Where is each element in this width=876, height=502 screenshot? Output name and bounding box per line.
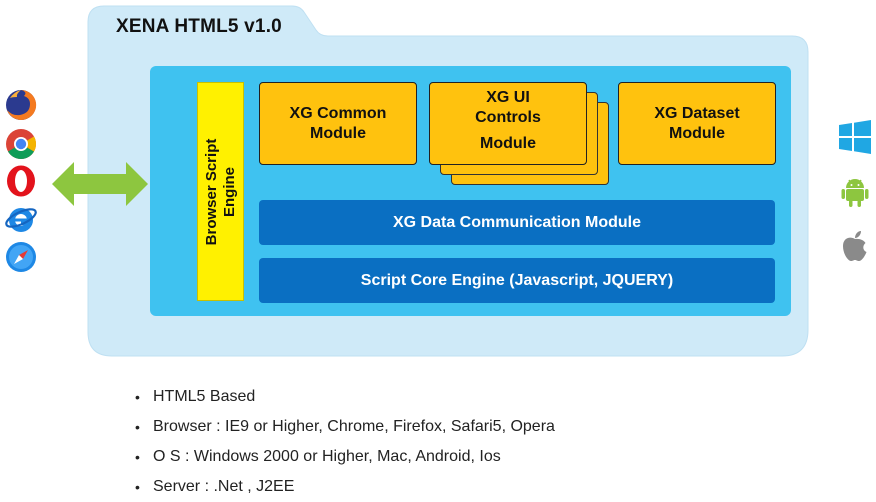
data-communication-module: XG Data Communication Module [259,200,775,245]
list-item: Server : .Net , J2EE [135,472,555,502]
xg-dataset-module: XG Dataset Module [618,82,776,165]
engine-label: Browser Script Engine [203,138,239,245]
feature-list: HTML5 Based Browser : IE9 or Higher, Chr… [135,382,555,502]
apple-icon [843,231,867,261]
ui-line2: Controls [475,109,541,126]
android-icon [841,179,869,207]
engine-label-line1: Browser Script [202,138,220,245]
diagram-title: XENA HTML5 v1.0 [116,16,282,37]
firefox-icon [6,89,37,120]
dataset-line2: Module [669,124,725,142]
common-line1: XG Common [289,104,387,122]
ui-line3: Module [480,135,536,152]
list-item: Browser : IE9 or Higher, Chrome, Firefox… [135,412,555,442]
engine-label-line2: Engine [220,166,238,217]
windows-icon [839,120,871,154]
list-item: O S : Windows 2000 or Higher, Mac, Andro… [135,442,555,472]
ui-line1: XG UI [486,89,530,106]
dataset-line1: XG Dataset [654,104,740,122]
double-arrow-icon [52,162,148,206]
opera-icon [7,165,35,197]
script-core-engine: Script Core Engine (Javascript, JQUERY) [259,258,775,303]
xg-common-module: XG Common Module [259,82,417,165]
browser-script-engine: Browser Script Engine [197,82,244,301]
xg-ui-controls-module: XG UI Controls Module [429,82,587,165]
chrome-icon [6,129,37,160]
common-line2: Module [309,124,366,142]
ie-icon [5,208,37,232]
safari-icon [6,242,36,272]
list-item: HTML5 Based [135,382,555,412]
